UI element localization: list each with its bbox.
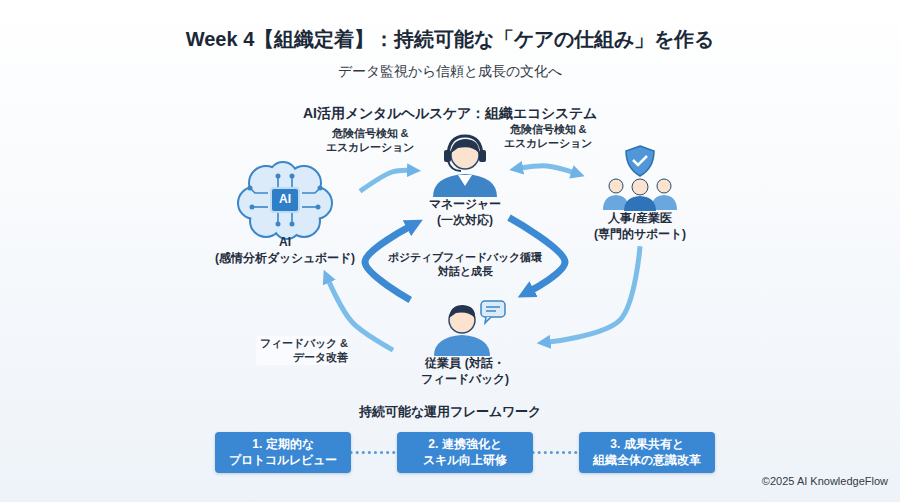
flow-arrow <box>521 166 573 173</box>
manager-icon <box>433 136 497 197</box>
ai-dashboard-node: AI AI (感情分析ダッシュボード) <box>210 165 360 270</box>
cycle-label: ポジティブフィードバック循環 対話と成長 <box>385 250 545 279</box>
framework-box: 2. 連携強化と スキル向上研修 <box>397 432 533 473</box>
hr-team-icon <box>603 146 677 211</box>
framework-text: 3. 成果共有と 組織全体の意識改革 <box>585 437 709 468</box>
framework-box: 3. 成果共有と 組織全体の意識改革 <box>579 432 715 473</box>
subtitle: データ監視から信頼と成長の文化へ <box>338 62 562 80</box>
employee-node: 従業員 (対話・フィードバック) <box>393 300 537 391</box>
icon-space: AI <box>210 165 360 235</box>
node-label: AI (感情分析ダッシュボード) <box>210 235 360 266</box>
copyright: ©2025 AI KnowledgeFlow <box>762 474 888 488</box>
edge-label: フィードバック & データ改善 <box>256 336 348 365</box>
icon-space <box>585 145 695 211</box>
hr-node: 人事/産業医 (専門的サポート) <box>585 145 695 246</box>
flow-arrow <box>360 170 409 191</box>
edge-label: 危険信号検知 & エスカレーション <box>324 126 416 155</box>
node-label: 従業員 (対話・フィードバック) <box>393 356 537 387</box>
section-heading: AI活用メンタルヘルスケア：組織エコシステム <box>303 104 597 122</box>
dotted-link <box>533 451 579 454</box>
framework-box: 1. 定期的な プロトコルレビュー <box>215 432 351 473</box>
cycle-arrow <box>365 227 410 300</box>
employee-icon <box>434 301 505 356</box>
framework-heading: 持続可能な運用フレームワーク <box>359 404 541 421</box>
dotted-link <box>351 451 397 454</box>
brain-icon <box>239 163 331 238</box>
title: Week 4【組織定着】：持続可能な「ケアの仕組み」を作る <box>0 26 900 53</box>
framework-text: 2. 連携強化と スキル向上研修 <box>403 437 527 468</box>
chip-label: AI <box>270 187 300 213</box>
node-label: 人事/産業医 (専門的サポート) <box>585 211 695 242</box>
framework-text: 1. 定期的な プロトコルレビュー <box>221 437 345 468</box>
node-label: マネージャー (一次対応) <box>421 197 509 228</box>
edge-label: 危険信号検知 & エスカレーション <box>502 122 594 151</box>
icon-space <box>393 300 537 356</box>
icon-space <box>421 135 509 197</box>
manager-node: マネージャー (一次対応) <box>421 135 509 232</box>
